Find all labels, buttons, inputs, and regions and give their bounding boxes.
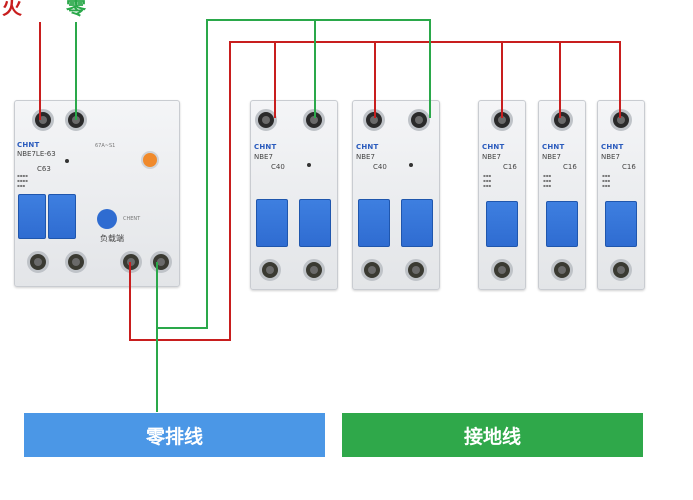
breaker-2-brand: CHNT [356,143,379,151]
ground-wire-label: 接地线 [463,425,521,448]
rcd-handle-neutral[interactable] [48,194,76,239]
breaker-1-model: NBE7 [254,153,273,161]
breaker-2-output-right [405,259,427,281]
breaker-5-model: NBE7 [601,153,620,161]
breaker-2-handle-right[interactable] [401,199,433,247]
breaker-2-led [409,163,413,167]
breaker-2-rating: C40 [373,163,387,171]
rcd-display: 67A~S1 [95,143,116,149]
breaker-3-model: NBE7 [482,153,501,161]
breaker-4-spec: ▪▪▪▪▪▪▪▪▪ [543,173,552,188]
breaker-1-brand: CHNT [254,143,277,151]
rcd-brand-print: CHENT [123,216,141,222]
rcd-rating: C63 [37,165,51,173]
breaker-3-output [491,259,513,281]
neutral-distribution-wire [156,19,431,329]
neutral-bar-label: 零排线 [145,425,203,448]
rcd-test-button[interactable] [141,151,159,169]
rcd-reset-button[interactable] [97,209,117,229]
breaker-4-model: NBE7 [542,153,561,161]
breaker-4-output [551,259,573,281]
breaker-1-output-left [259,259,281,281]
rcd-input-terminal-live [32,109,54,131]
breaker-1-output-right [303,259,325,281]
breaker-1-led [307,163,311,167]
breaker-4: CHNT NBE7 C16 ▪▪▪▪▪▪▪▪▪ [538,100,586,290]
breaker-1-rating: C40 [271,163,285,171]
ground-wire-bar: 接地线 [342,413,643,457]
rcd-model: NBE7LE-63 [17,150,56,158]
breaker-2: CHNT NBE7 C40 [352,100,440,290]
rcd-brand: CHNT [17,141,40,149]
breaker-2-input-neutral [408,109,430,131]
live-wire-label: 火 [2,0,22,19]
rcd-load-label: 负载端 [100,234,124,243]
live-distribution-wire [129,41,621,341]
rcd-handle-live[interactable] [18,194,46,239]
breaker-3-spec: ▪▪▪▪▪▪▪▪▪ [483,173,492,188]
breaker-4-input [551,109,573,131]
breaker-4-rating: C16 [563,163,577,171]
breaker-3-rating: C16 [503,163,517,171]
breaker-3-handle[interactable] [486,201,518,247]
breaker-5-handle[interactable] [605,201,637,247]
breaker-4-handle[interactable] [546,201,578,247]
breaker-5: CHNT NBE7 C16 ▪▪▪▪▪▪▪▪▪ [597,100,645,290]
breaker-1-handle-left[interactable] [256,199,288,247]
breaker-5-brand: CHNT [601,143,624,151]
breaker-4-brand: CHNT [542,143,565,151]
breaker-2-output-left [361,259,383,281]
neutral-bar: 零排线 [24,413,325,457]
breaker-3: CHNT NBE7 C16 ▪▪▪▪▪▪▪▪▪ [478,100,526,290]
breaker-1: CHNT NBE7 C40 [250,100,338,290]
breaker-5-spec: ▪▪▪▪▪▪▪▪▪ [602,173,611,188]
neutral-wire-label: 零 [66,0,86,19]
rcd-load-terminal-neutral [150,251,172,273]
rcd-indicator-led [65,159,69,163]
breaker-5-output [610,259,632,281]
breaker-5-rating: C16 [622,163,636,171]
breaker-1-handle-right[interactable] [299,199,331,247]
rcd-spec-print: ▪▪▪▪▪▪▪▪▪▪▪ [17,173,28,188]
breaker-2-handle-left[interactable] [358,199,390,247]
rcd-output-terminal-neutral-left [65,251,87,273]
breaker-1-input-live [255,109,277,131]
rcd-output-terminal-live-left [27,251,49,273]
breaker-3-brand: CHNT [482,143,505,151]
breaker-2-model: NBE7 [356,153,375,161]
